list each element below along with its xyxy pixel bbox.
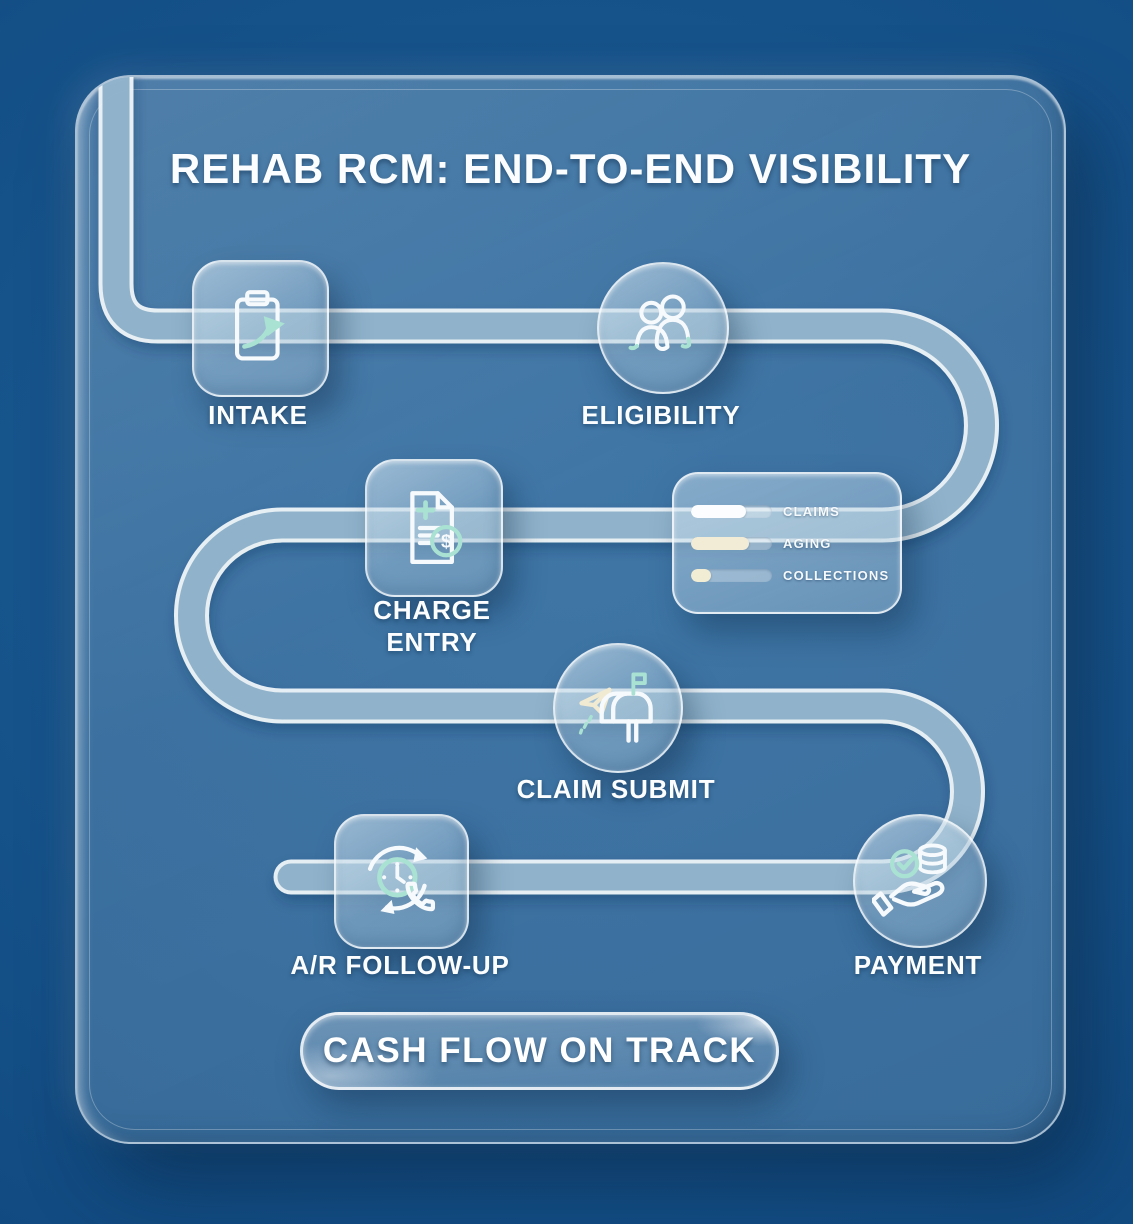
stage-label-payment: PAYMENT	[853, 950, 983, 980]
clipboard-share-icon	[215, 283, 307, 375]
metric-row-claims: CLAIMS	[691, 504, 886, 519]
collections-label: COLLECTIONS	[783, 567, 890, 583]
clock-phone-cycle-icon	[355, 835, 449, 929]
stage-node-intake[interactable]	[192, 260, 329, 397]
claims-label: CLAIMS	[783, 503, 841, 519]
stage-label-intake: INTAKE	[208, 400, 308, 430]
cash-flow-badge: CASH FLOW ON TRACK	[300, 1012, 779, 1090]
stage-node-eligibility[interactable]	[597, 262, 729, 394]
glass-card: REHAB RCM: END-TO-END VISIBILITY INTAKE	[75, 75, 1066, 1144]
metric-row-aging: AGING	[691, 536, 886, 551]
stage-node-charge-entry[interactable]: $	[365, 459, 503, 597]
stage-node-payment[interactable]	[853, 814, 987, 948]
stage-label-ar-follow-up: A/R FOLLOW-UP	[290, 950, 510, 980]
stage-label-claim-submit: CLAIM SUBMIT	[516, 774, 716, 804]
metric-row-collections: COLLECTIONS	[691, 567, 890, 583]
people-icon	[618, 283, 708, 373]
mailbox-paper-plane-icon	[570, 660, 666, 756]
collections-progress-bar	[691, 568, 772, 582]
stage-node-claim-submit[interactable]	[553, 643, 683, 773]
aging-progress-bar	[691, 536, 772, 550]
hand-coins-check-icon	[872, 833, 968, 929]
claims-progress-bar	[691, 504, 772, 518]
metrics-panel: CLAIMS AGING COLLECTIONS	[672, 472, 902, 614]
medical-invoice-dollar-icon: $	[387, 481, 481, 575]
aging-label: AGING	[783, 535, 832, 551]
stage-label-eligibility: ELIGIBILITY	[581, 400, 741, 430]
page-title: REHAB RCM: END-TO-END VISIBILITY	[169, 145, 972, 192]
cash-flow-badge-label: CASH FLOW ON TRACK	[322, 1031, 757, 1070]
flow-path	[98, 77, 999, 895]
stage-node-ar-follow-up[interactable]	[334, 814, 469, 949]
svg-text:$: $	[441, 531, 452, 552]
stage-label-charge-entry: CHARGE ENTRY	[373, 595, 491, 657]
